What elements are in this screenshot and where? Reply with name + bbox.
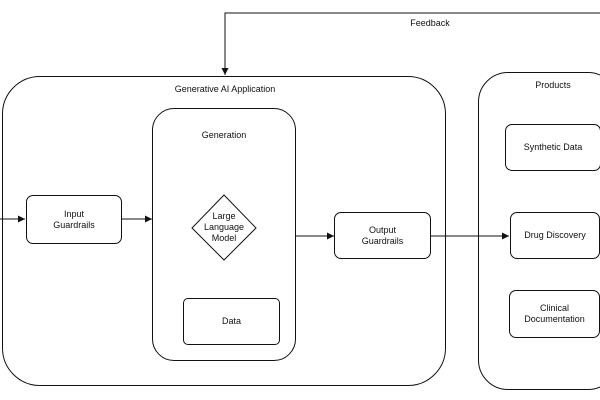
product-label: Synthetic Data <box>523 142 583 152</box>
data-node: Data <box>183 298 280 345</box>
input-guardrails-label: Input Guardrails <box>53 208 95 230</box>
llm-diamond <box>191 194 257 261</box>
feedback-label: Feedback <box>410 18 450 28</box>
output-guardrails-label: Output Guardrails <box>361 224 404 246</box>
generation-title: Generation <box>201 130 247 140</box>
input-guardrails-node: Input Guardrails <box>26 195 122 244</box>
products-container <box>478 72 600 390</box>
generative-ai-application-container <box>2 76 446 386</box>
product-label: Drug Discovery <box>524 230 586 240</box>
product-clinical-documentation: Clinical Documentation <box>509 290 600 338</box>
products-title: Products <box>535 80 571 90</box>
product-drug-discovery: Drug Discovery <box>510 212 600 259</box>
product-label: Clinical Documentation <box>524 303 585 324</box>
data-label: Data <box>221 316 241 326</box>
product-synthetic-data: Synthetic Data <box>505 124 600 171</box>
output-guardrails-node: Output Guardrails <box>334 212 431 259</box>
application-title: Generative AI Application <box>174 84 276 94</box>
generation-container <box>152 108 296 361</box>
feedback-connector <box>221 12 600 75</box>
llm-label: Large Language Model <box>203 211 245 243</box>
